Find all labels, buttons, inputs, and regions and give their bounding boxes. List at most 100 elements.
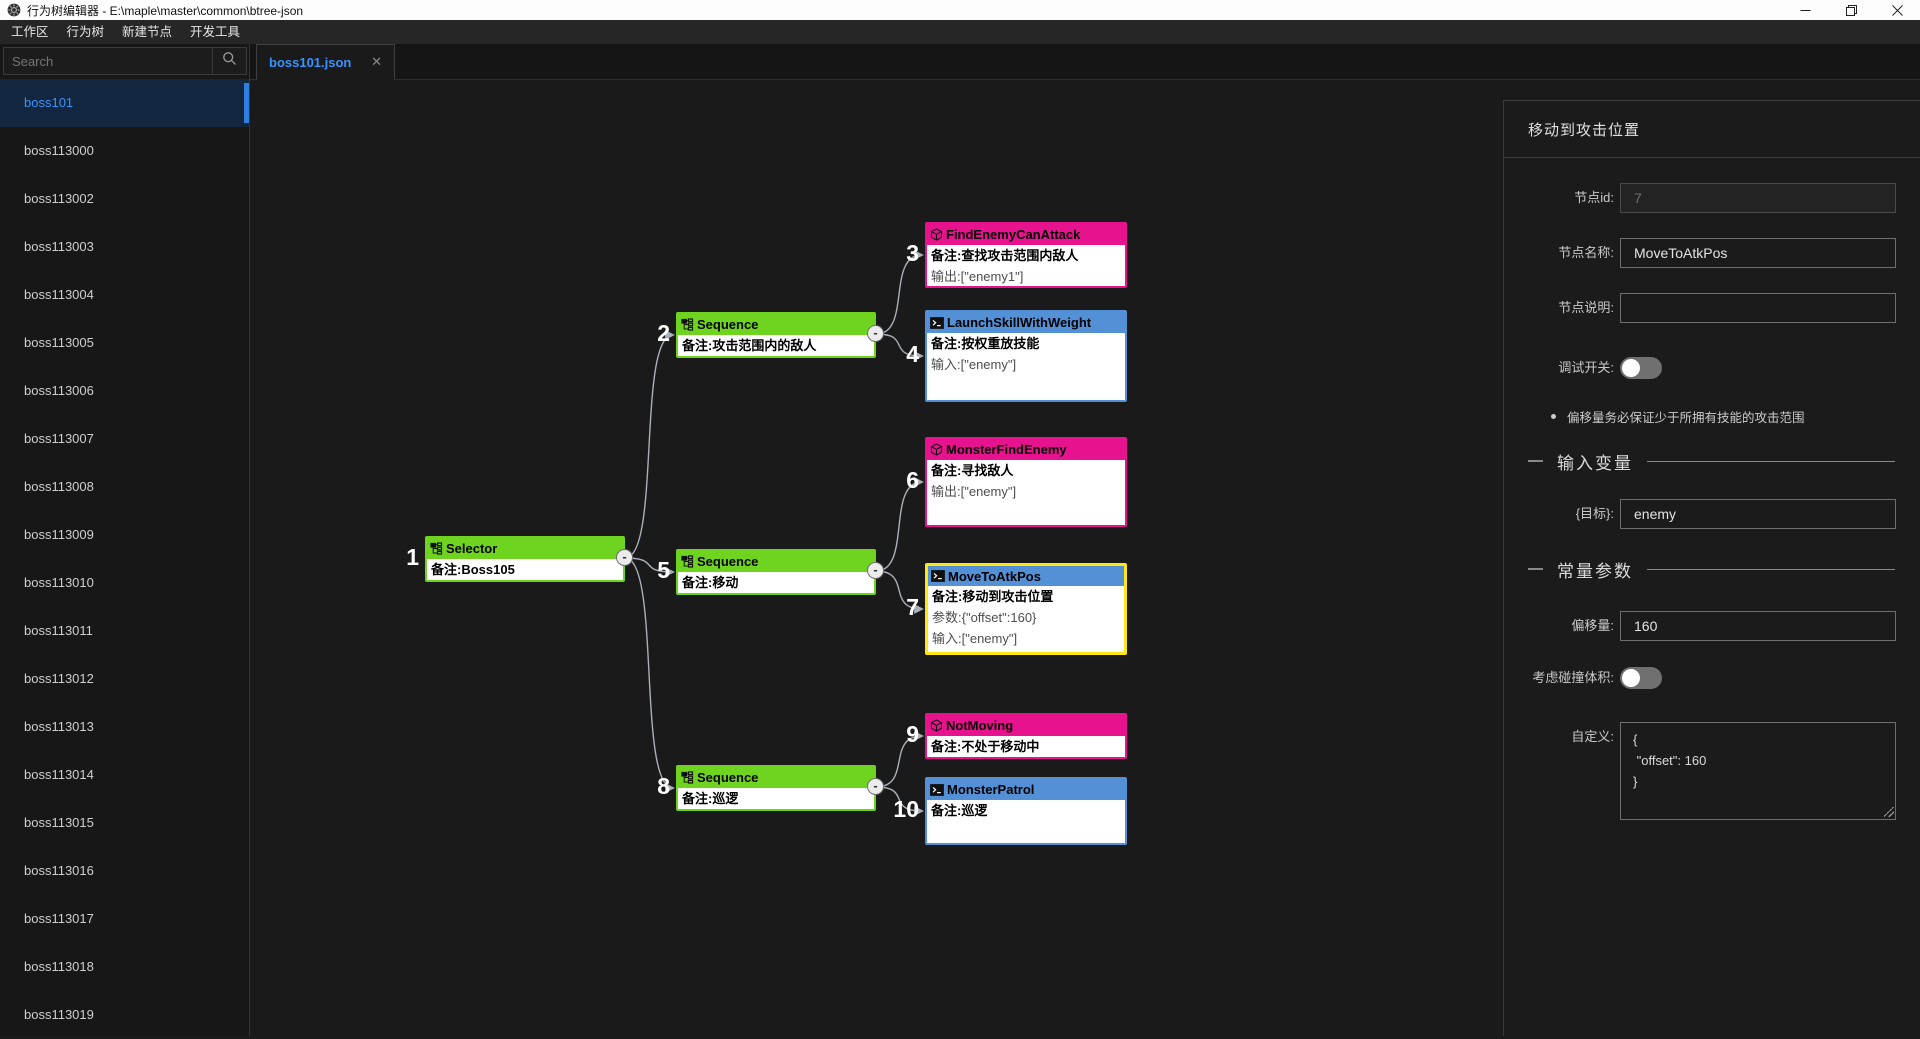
node-note-line: 备注:移动到攻击位置 [928,586,1124,607]
menu-item-2[interactable]: 新建节点 [113,20,181,44]
sidebar-item-boss113007[interactable]: boss113007 [0,415,249,463]
node-desc-row: 节点说明: [1504,293,1920,323]
menu-item-1[interactable]: 行为树 [58,20,114,44]
sidebar-item-boss113000[interactable]: boss113000 [0,127,249,175]
sidebar-item-boss113005[interactable]: boss113005 [0,319,249,367]
node-title: MonsterPatrol [947,782,1034,797]
node-note-line: 备注:Boss105 [427,559,623,580]
tree-node-Sequence[interactable]: Sequence 备注:巡逻 [676,765,876,811]
custom-json-textarea[interactable]: { "offset": 160 } [1620,722,1896,820]
close-button[interactable] [1874,0,1920,20]
collapse-connector-8[interactable]: - [867,778,884,795]
section-const-params: 常量参数 [1528,555,1895,583]
node-name-input[interactable] [1620,238,1896,268]
node-title: FindEnemyCanAttack [946,227,1080,242]
search-button[interactable] [213,47,247,75]
node-title: Selector [446,541,497,556]
node-title: Sequence [697,770,758,785]
sidebar-item-boss113008[interactable]: boss113008 [0,463,249,511]
sidebar-item-boss113003[interactable]: boss113003 [0,223,249,271]
collision-toggle[interactable] [1620,667,1662,689]
menu-item-3[interactable]: 开发工具 [181,20,249,44]
sidebar-item-boss113009[interactable]: boss113009 [0,511,249,559]
node-order-number: 4 [883,341,919,368]
node-name-row: 节点名称: [1504,238,1920,268]
terminal-icon [930,317,944,329]
node-title: Sequence [697,554,758,569]
restore-button[interactable] [1828,0,1874,20]
node-order-number: 2 [634,320,670,347]
section-input-vars: 输入变量 [1528,447,1895,475]
cube-icon [930,443,943,456]
sidebar-item-boss113015[interactable]: boss113015 [0,799,249,847]
tab-boss101[interactable]: boss101.json ✕ [256,44,395,80]
resize-handle-icon[interactable] [1884,807,1894,817]
node-io-line: 输入:["enemy"] [927,354,1125,375]
collapse-connector-5[interactable]: - [867,562,884,579]
tree-node-Selector[interactable]: Selector 备注:Boss105 [425,536,625,582]
panel-title: 移动到攻击位置 [1504,101,1920,158]
menu-item-0[interactable]: 工作区 [2,20,58,44]
sidebar-item-boss113004[interactable]: boss113004 [0,271,249,319]
section-rule [1647,569,1895,570]
node-note-line: 备注:移动 [678,572,874,593]
debug-toggle[interactable] [1620,357,1662,379]
sidebar-item-boss113002[interactable]: boss113002 [0,175,249,223]
section-dash [1528,460,1543,462]
node-note-line: 备注:攻击范围内的敌人 [678,335,874,356]
collision-toggle-row: 考虑碰撞体积: [1504,667,1920,697]
node-note-line: 备注:按权重放技能 [927,333,1125,354]
sidebar-item-boss113012[interactable]: boss113012 [0,655,249,703]
sidebar-item-boss113018[interactable]: boss113018 [0,943,249,991]
cube-icon [930,228,943,241]
window-title: 行为树编辑器 - E:\maple\master\common\btree-js… [27,2,303,19]
search-input[interactable] [3,47,213,75]
minimize-button[interactable] [1782,0,1828,20]
tab-close-icon[interactable]: ✕ [371,54,382,70]
sidebar-item-boss113013[interactable]: boss113013 [0,703,249,751]
node-io-line: 输出:["enemy1"] [927,266,1125,287]
node-id-label: 节点id: [1504,183,1614,213]
title-bar: 行为树编辑器 - E:\maple\master\common\btree-js… [0,0,1920,20]
sidebar-item-boss113017[interactable]: boss113017 [0,895,249,943]
sidebar-item-boss113014[interactable]: boss113014 [0,751,249,799]
node-header: Sequence [678,551,874,572]
collapse-connector-2[interactable]: - [867,325,884,342]
node-note-line: 备注:巡逻 [678,788,874,809]
node-header: Sequence [678,767,874,788]
offset-row: 偏移量: [1504,611,1920,641]
custom-label: 自定义: [1504,722,1614,752]
tree-icon [681,555,694,568]
node-note-line: 备注:寻找敌人 [927,460,1125,481]
collapse-connector-1[interactable]: - [616,549,633,566]
node-header: Sequence [678,314,874,335]
tree-node-MonsterPatrol[interactable]: MonsterPatrol 备注:巡逻 [925,777,1127,845]
sidebar-item-boss113010[interactable]: boss113010 [0,559,249,607]
node-title: NotMoving [946,718,1013,733]
terminal-icon [930,784,944,796]
tree-node-Sequence[interactable]: Sequence 备注:移动 [676,549,876,595]
sidebar-item-boss113011[interactable]: boss113011 [0,607,249,655]
sidebar-item-boss113019[interactable]: boss113019 [0,991,249,1039]
sidebar-item-boss101[interactable]: boss101 [0,79,249,127]
node-properties-panel: 移动到攻击位置 节点id: 节点名称: 节点说明: 调试开关: 偏移量务必保证少… [1503,100,1920,1036]
offset-input[interactable] [1620,611,1896,641]
node-desc-label: 节点说明: [1504,293,1614,323]
node-desc-input[interactable] [1620,293,1896,323]
sidebar-item-boss113006[interactable]: boss113006 [0,367,249,415]
node-header: FindEnemyCanAttack [927,224,1125,245]
target-input[interactable] [1620,499,1896,529]
sidebar-item-boss113016[interactable]: boss113016 [0,847,249,895]
selected-accent-bar [244,83,249,123]
tab-bar: boss101.json ✕ [250,44,1920,80]
debug-toggle-row: 调试开关: [1504,357,1920,387]
node-title: MonsterFindEnemy [946,442,1067,457]
node-note-line: 备注:巡逻 [927,800,1125,821]
tree-edge [876,482,922,571]
